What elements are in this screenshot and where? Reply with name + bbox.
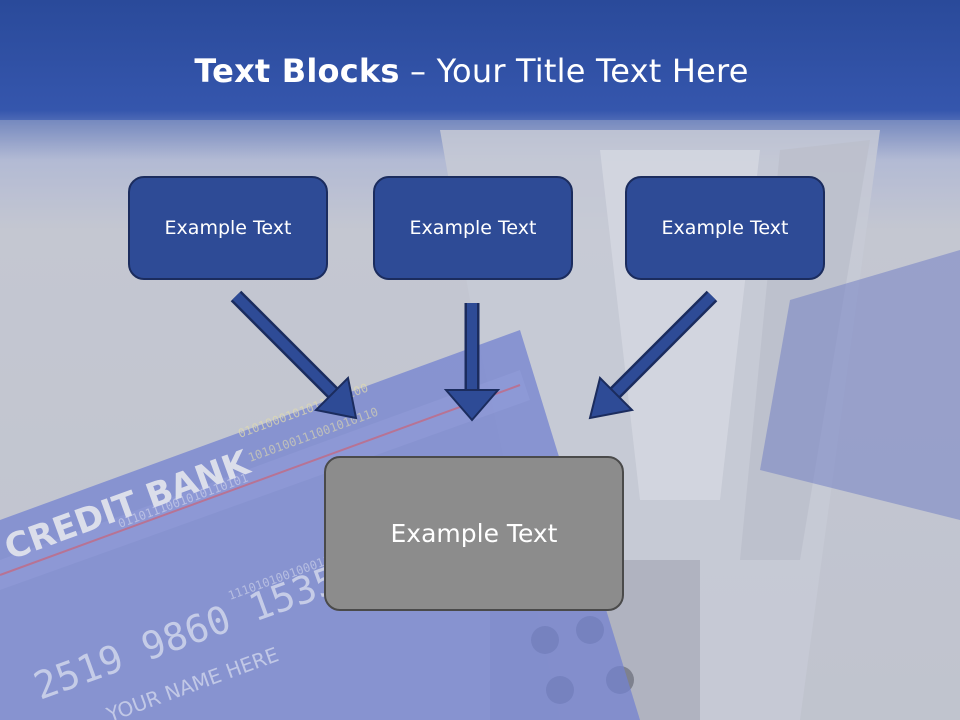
arrow-left-icon xyxy=(230,290,358,420)
title-strong: Text Blocks xyxy=(194,52,400,90)
text-block-middle[interactable]: Example Text xyxy=(373,176,573,280)
text-block-right-label: Example Text xyxy=(661,217,789,239)
title-dash: – xyxy=(399,52,437,90)
text-block-bottom-label: Example Text xyxy=(390,519,558,548)
text-block-left-label: Example Text xyxy=(164,217,292,239)
title-light: Your Title Text Here xyxy=(436,52,749,90)
text-block-middle-label: Example Text xyxy=(409,217,537,239)
text-block-right[interactable]: Example Text xyxy=(625,176,825,280)
slide-title: Text Blocks – Your Title Text Here xyxy=(0,52,943,90)
arrow-middle-icon xyxy=(443,303,501,422)
text-block-left[interactable]: Example Text xyxy=(128,176,328,280)
text-block-bottom[interactable]: Example Text xyxy=(324,456,624,611)
arrow-right-icon xyxy=(588,290,718,420)
